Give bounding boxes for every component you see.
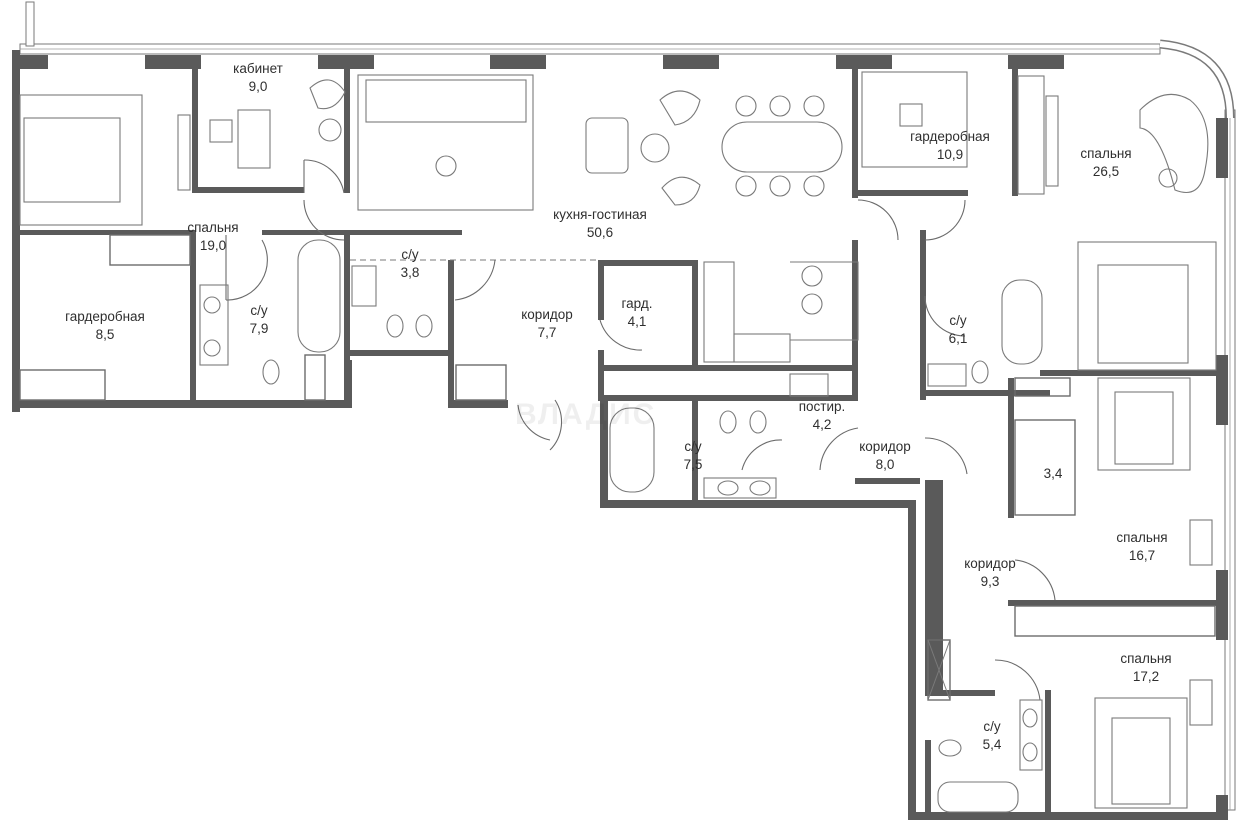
room-area: 4,2 <box>812 417 832 432</box>
room-name: коридор <box>964 556 1016 571</box>
interior-walls <box>12 68 1228 815</box>
room-area: 6,1 <box>948 331 968 346</box>
room-area: 10,9 <box>936 147 964 162</box>
room-name: с/у <box>949 313 967 328</box>
room-label-spalnya-4: спальня 17,2 <box>1120 650 1171 686</box>
room-label-koridor-3: коридор 9,3 <box>964 555 1016 591</box>
room-area: 4,1 <box>627 314 647 329</box>
room-area: 3,8 <box>400 265 420 280</box>
room-area: 8,5 <box>95 327 115 342</box>
room-name: кабинет <box>233 61 283 76</box>
room-name: с/у <box>684 439 702 454</box>
room-name: гардеробная <box>910 129 990 144</box>
top-windows <box>19 1 1161 55</box>
room-area: 17,2 <box>1132 669 1160 684</box>
room-label-kabinet: кабинет 9,0 <box>233 60 283 96</box>
room-area: 5,4 <box>982 737 1002 752</box>
furniture <box>19 71 1217 813</box>
room-label-spalnya-1: спальня 19,0 <box>187 219 238 255</box>
room-name: гард. <box>621 296 653 311</box>
room-name: спальня <box>1120 651 1172 666</box>
room-label-garderobnaya-2: гардеробная 10,9 <box>910 128 990 164</box>
room-name: коридор <box>521 307 573 322</box>
room-name: коридор <box>859 439 911 454</box>
room-label-koridor-2: коридор 8,0 <box>859 438 911 474</box>
room-label-kuhnya-gostinaya: кухня-гостиная 50,6 <box>553 206 647 242</box>
partitions <box>19 234 1216 701</box>
room-area: 26,5 <box>1092 164 1120 179</box>
room-area: 7,7 <box>537 325 557 340</box>
room-label-su-3: с/у 7,5 <box>684 438 703 474</box>
room-name: спальня <box>1116 530 1168 545</box>
room-label-garderobnaya-1: гардеробная 8,5 <box>65 308 145 344</box>
room-name: с/у <box>250 303 268 318</box>
room-area: 7,5 <box>683 457 703 472</box>
room-label-closet: 3,4 <box>1044 465 1063 483</box>
room-label-su-4: с/у 6,1 <box>949 312 968 348</box>
room-label-postir: постир. 4,2 <box>799 398 846 434</box>
room-area: 19,0 <box>199 238 227 253</box>
room-name: гардеробная <box>65 309 145 324</box>
room-label-su-5: с/у 5,4 <box>983 718 1002 754</box>
room-label-spalnya-3: спальня 16,7 <box>1116 529 1167 565</box>
room-label-koridor-1: коридор 7,7 <box>521 306 573 342</box>
room-name: кухня-гостиная <box>553 207 647 222</box>
room-name: постир. <box>798 399 846 414</box>
room-label-su-1: с/у 7,9 <box>250 302 269 338</box>
room-label-spalnya-2: спальня 26,5 <box>1080 145 1131 181</box>
room-area: 8,0 <box>875 457 895 472</box>
room-area: 9,3 <box>980 574 1000 589</box>
room-name: спальня <box>187 220 239 235</box>
room-label-su-2: с/у 3,8 <box>401 246 420 282</box>
room-name: с/у <box>983 719 1001 734</box>
right-windows <box>1159 39 1236 811</box>
room-name: с/у <box>401 247 419 262</box>
doors <box>225 159 1056 701</box>
room-label-gard: гард. 4,1 <box>622 295 653 331</box>
room-area: 16,7 <box>1128 548 1156 563</box>
room-area: 7,9 <box>249 321 269 336</box>
room-area: 3,4 <box>1043 466 1063 481</box>
room-name: спальня <box>1080 146 1132 161</box>
room-area: 9,0 <box>248 79 268 94</box>
watermark: ВЛАДИС <box>515 398 657 431</box>
room-area: 50,6 <box>586 225 614 240</box>
